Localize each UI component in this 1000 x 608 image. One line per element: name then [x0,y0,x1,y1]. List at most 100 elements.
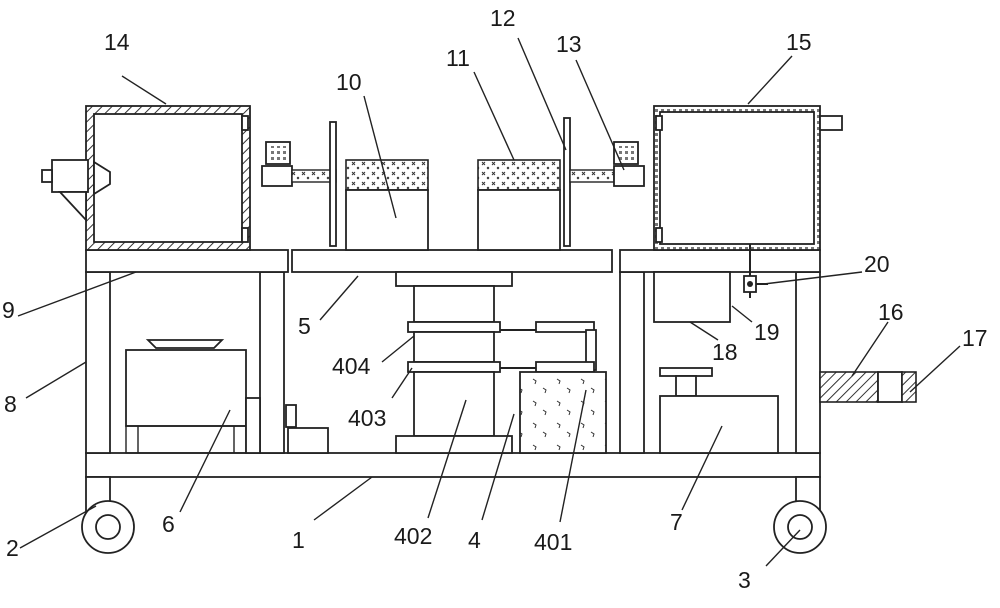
label-20: 20 [864,251,890,277]
label-18: 18 [712,339,738,365]
outlet-pipe [819,115,843,131]
leader-3 [765,529,801,567]
fan-blade [93,160,111,196]
label-14: 14 [104,29,130,55]
middle-table [291,249,613,273]
side-attachment [819,371,917,403]
leader-12 [517,37,567,151]
label-4: 4 [468,527,481,553]
label-9: 9 [2,297,15,323]
lift-mid-column [413,331,495,363]
leader-1 [313,476,373,521]
right-inner-leg [619,271,645,454]
block-11 [477,189,561,251]
base-unit-7 [659,395,779,454]
right-wheel-hub [787,514,813,540]
leader-401 [559,389,587,523]
label-10: 10 [336,69,362,95]
left-box-14 [41,105,251,251]
leader-404 [381,335,415,363]
right-box-15 [653,105,843,298]
gear-404 [407,321,501,333]
leader-11 [473,71,515,161]
right-motor-body [613,165,645,187]
block-11-top [477,159,561,191]
latch [241,115,249,131]
reference-labels: 14 10 11 12 13 15 20 19 18 16 17 9 8 2 6… [2,5,988,593]
block-10 [345,189,429,251]
bar-16 [819,371,879,403]
left-wheel-hub [95,514,121,540]
right-table [619,249,821,273]
small-block [287,427,329,454]
belt-pulley-bottom [535,361,595,373]
tray [145,339,225,349]
side-motor-shaft [41,169,53,183]
left-table [85,249,289,273]
latch [241,227,249,243]
right-blade-12 [563,117,571,247]
leader-20 [763,271,863,285]
side-motor [51,159,89,193]
label-13: 13 [556,31,582,57]
right-motor-grille [618,146,634,160]
label-11: 11 [446,45,470,71]
right-box-inner [659,111,815,245]
end-cap-17 [901,371,917,403]
label-401: 401 [534,529,572,555]
leader-19 [731,305,753,323]
leader-8 [25,361,87,399]
lift-upper-column [413,285,495,323]
right-outer-leg [795,271,821,454]
label-12: 12 [490,5,516,31]
leader-13 [575,59,625,171]
label-7: 7 [670,509,683,535]
clamp [877,371,903,403]
left-lower-box-base [125,425,247,454]
screw-402 [413,371,495,437]
motor-401 [519,371,607,454]
leader-4 [481,413,515,521]
right-lower-unit [653,271,779,454]
left-motor-grille [270,146,286,160]
left-blade [329,121,337,247]
left-motor-body [261,165,293,187]
leader-10 [363,95,397,219]
leader-7 [681,425,723,511]
label-17: 17 [962,325,988,351]
label-6: 6 [162,511,175,537]
leader-5 [319,275,359,321]
belt-pulley-top [535,321,595,333]
side-bar [245,397,261,454]
small-bracket [285,404,297,428]
left-outer-leg [85,271,111,454]
label-5: 5 [298,313,311,339]
leader-14 [121,75,167,105]
label-404: 404 [332,353,371,379]
leader-403 [391,367,413,399]
left-lower-unit [125,339,329,454]
leader-2 [19,505,97,549]
latch [655,227,663,243]
left-inner-leg [259,271,285,454]
label-2: 2 [6,535,19,561]
left-wheel [81,476,135,554]
label-3: 3 [738,567,751,593]
label-15: 15 [786,29,812,55]
pump-18 [653,271,731,323]
press-head [659,367,713,377]
left-box-inner [93,113,243,243]
leader-6 [179,409,231,513]
leader-18 [689,321,719,341]
label-8: 8 [4,391,17,417]
leader-402 [427,399,467,519]
label-16: 16 [878,299,904,325]
label-403: 403 [348,405,386,431]
left-lower-box [125,349,247,427]
cutting-assembly [261,117,645,251]
label-402: 402 [394,523,432,549]
leader-15 [747,55,793,105]
latch [655,115,663,131]
